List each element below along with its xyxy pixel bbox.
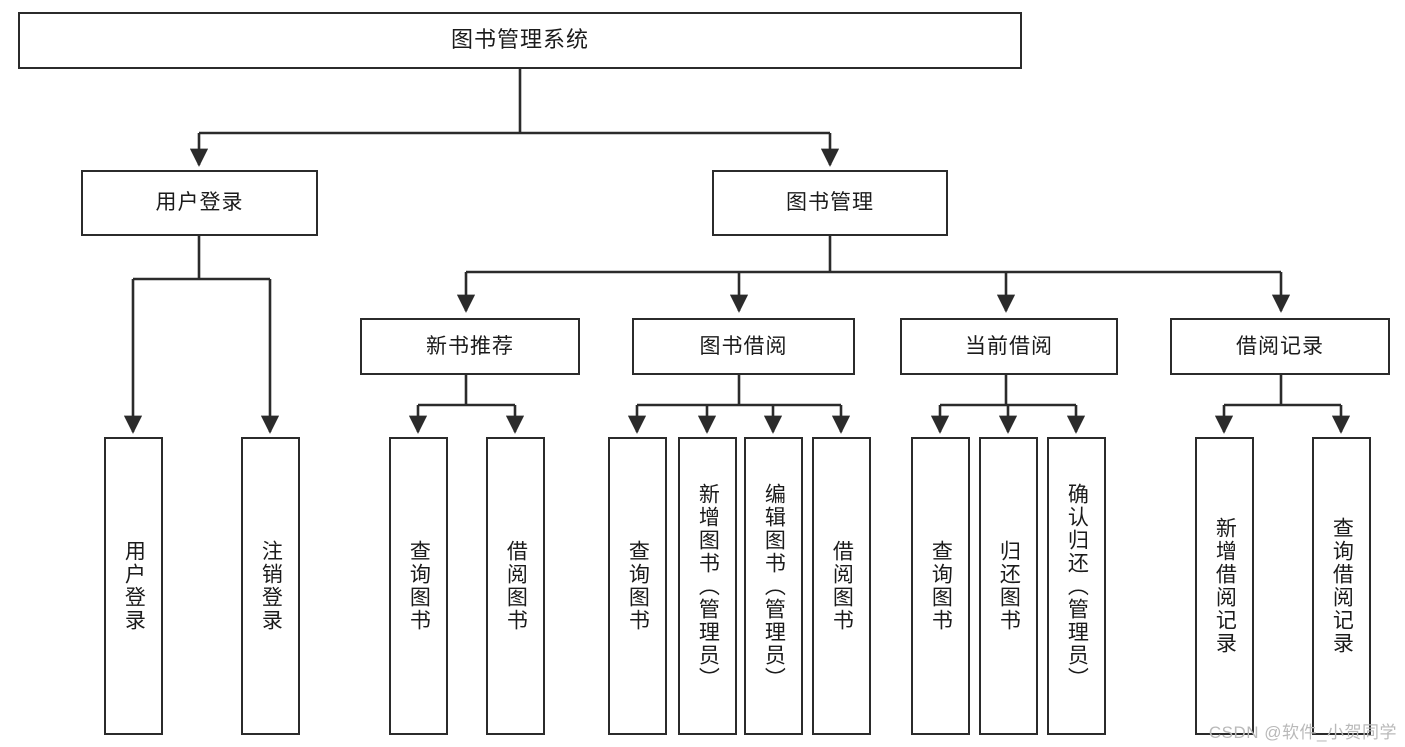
node-leaf-edit-book[interactable]: 编辑图书（管理员）: [744, 437, 803, 735]
node-leaf-confirm-return-label: 确认归还（管理员）: [1065, 482, 1089, 690]
node-leaf-edit-book-label: 编辑图书（管理员）: [762, 482, 786, 690]
csdn-watermark: CSDN @软件_小贺同学: [1208, 723, 1397, 742]
node-leaf-borrow-book-1[interactable]: 借阅图书: [486, 437, 545, 735]
node-user-login[interactable]: 用户登录: [81, 170, 318, 236]
node-root-label: 图书管理系统: [450, 27, 589, 53]
node-leaf-add-record-label: 新增借阅记录: [1213, 517, 1237, 655]
node-current-borrow-label: 当前借阅: [965, 334, 1053, 358]
node-borrow-record-label: 借阅记录: [1236, 334, 1324, 358]
node-book-management-label: 图书管理: [786, 191, 874, 215]
node-book-borrow[interactable]: 图书借阅: [632, 318, 855, 375]
node-leaf-query-book-1[interactable]: 查询图书: [389, 437, 448, 735]
node-new-book-recommend-label: 新书推荐: [426, 334, 514, 358]
node-new-book-recommend[interactable]: 新书推荐: [360, 318, 580, 375]
node-leaf-user-logout[interactable]: 注销登录: [241, 437, 300, 735]
node-borrow-record[interactable]: 借阅记录: [1170, 318, 1390, 375]
node-leaf-query-book-2[interactable]: 查询图书: [608, 437, 667, 735]
node-leaf-add-book[interactable]: 新增图书（管理员）: [678, 437, 737, 735]
node-leaf-query-book-3-label: 查询图书: [929, 540, 953, 632]
node-book-management[interactable]: 图书管理: [712, 170, 948, 236]
node-leaf-add-record[interactable]: 新增借阅记录: [1195, 437, 1254, 735]
node-leaf-borrow-book-2-label: 借阅图书: [830, 540, 854, 632]
node-leaf-return-book-label: 归还图书: [997, 540, 1021, 632]
node-leaf-query-book-3[interactable]: 查询图书: [911, 437, 970, 735]
node-leaf-user-login[interactable]: 用户登录: [104, 437, 163, 735]
node-current-borrow[interactable]: 当前借阅: [900, 318, 1118, 375]
node-leaf-borrow-book-2[interactable]: 借阅图书: [812, 437, 871, 735]
node-leaf-user-logout-label: 注销登录: [259, 540, 283, 632]
node-leaf-confirm-return[interactable]: 确认归还（管理员）: [1047, 437, 1106, 735]
node-leaf-query-record-label: 查询借阅记录: [1330, 517, 1354, 655]
node-leaf-borrow-book-1-label: 借阅图书: [504, 540, 528, 632]
node-leaf-query-book-2-label: 查询图书: [626, 540, 650, 632]
node-leaf-add-book-label: 新增图书（管理员）: [696, 482, 720, 690]
node-leaf-query-record[interactable]: 查询借阅记录: [1312, 437, 1371, 735]
node-leaf-return-book[interactable]: 归还图书: [979, 437, 1038, 735]
node-leaf-query-book-1-label: 查询图书: [407, 540, 431, 632]
node-book-borrow-label: 图书借阅: [699, 334, 788, 358]
node-user-login-label: 用户登录: [155, 191, 244, 215]
node-root[interactable]: 图书管理系统: [18, 12, 1022, 69]
node-leaf-user-login-label: 用户登录: [122, 540, 146, 632]
